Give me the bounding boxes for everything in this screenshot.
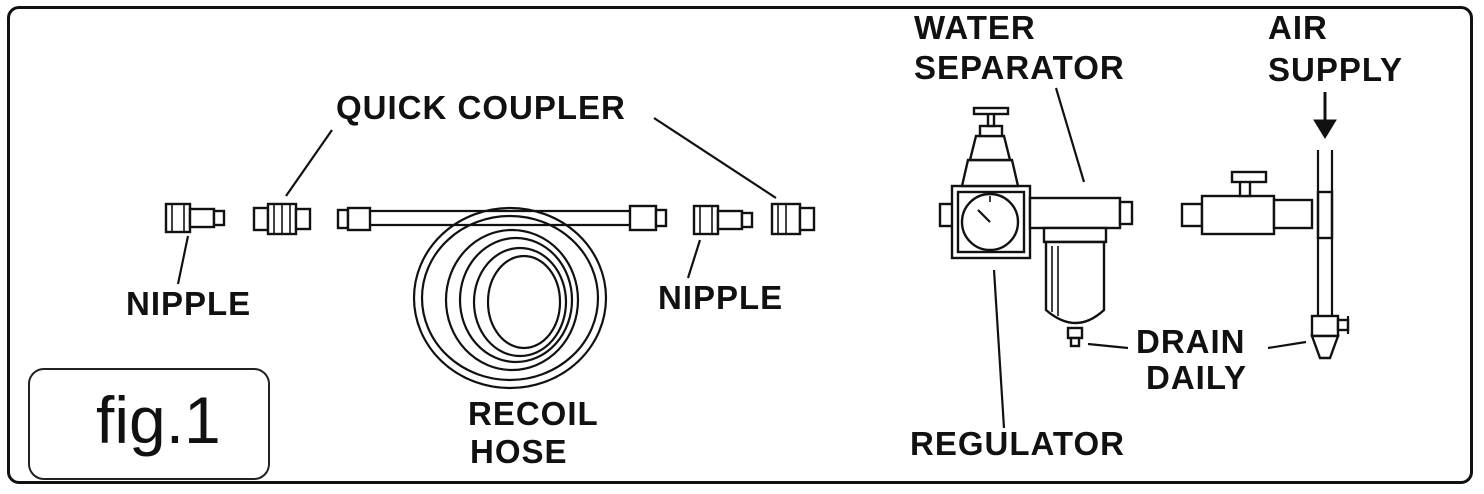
label-air-supply-line1: AIR xyxy=(1268,9,1328,46)
label-quick-coupler: QUICK COUPLER xyxy=(336,89,626,126)
label-air-supply-line2: SUPPLY xyxy=(1268,51,1404,88)
air-supply-valve-part xyxy=(1180,150,1350,360)
label-water-separator-line1: WATER xyxy=(914,9,1036,46)
label-drain-daily-line1: DRAIN xyxy=(1136,323,1246,360)
label-recoil-hose-line1: RECOIL xyxy=(468,395,599,432)
label-nipple-left: NIPPLE xyxy=(126,285,252,322)
quick-coupler-left-part xyxy=(252,202,312,236)
label-water-separator-line2: SEPARATOR xyxy=(914,49,1125,86)
recoil-hose-part xyxy=(336,204,668,390)
quick-coupler-right-part xyxy=(770,202,816,236)
air-supply-arrow xyxy=(1313,92,1337,139)
label-recoil-hose-line2: HOSE xyxy=(470,433,568,470)
water-separator-part xyxy=(1028,196,1134,348)
label-regulator: REGULATOR xyxy=(910,425,1125,462)
nipple-right-part xyxy=(692,204,754,236)
label-nipple-right: NIPPLE xyxy=(658,279,784,316)
label-drain-daily-line2: DAILY xyxy=(1146,359,1247,396)
leader-lines xyxy=(176,87,1307,429)
figure-label-box xyxy=(28,368,270,480)
figure-label: fig.1 xyxy=(96,383,221,457)
nipple-left-part xyxy=(164,202,226,234)
diagram-frame xyxy=(7,6,1473,484)
regulator-part xyxy=(938,106,1032,260)
